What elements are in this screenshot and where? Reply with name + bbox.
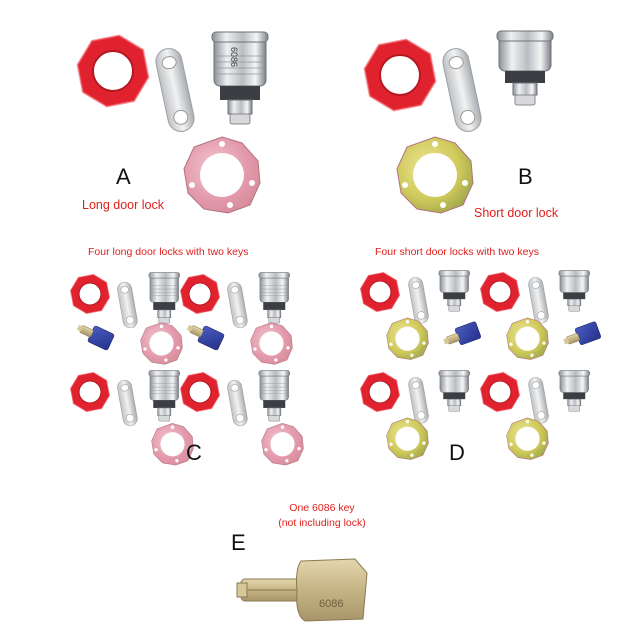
key-engraving: 6086 [319,598,343,610]
mounting-plate [183,136,261,214]
lock-kit-d-image [356,268,602,460]
caption-b: Short door lock [474,206,559,220]
panel-a: 6086 [60,20,290,230]
lock-kit-b-image [357,30,554,214]
panel-letter-b: B [518,164,533,189]
panel-letter-a: A [116,164,131,189]
caption-a: Long door lock [82,198,165,212]
cam-bar [440,45,484,135]
caption-d: Four short door locks with two keys [375,246,539,258]
red-washer [357,32,443,118]
lock-cylinder [496,30,554,106]
panel-d [345,262,602,462]
lock-cylinder [211,31,269,125]
mounting-plate [396,136,474,214]
red-washer [70,28,156,114]
key-6086: 6086 [236,558,368,622]
panel-e: 6086 [235,555,375,630]
panel-letter-c: C [186,440,202,465]
panel-c [60,262,304,466]
lock-kit-a-image: 6086 [70,28,269,214]
cylinder-engraving: 6086 [229,47,239,67]
caption-c: Four long door locks with two keys [88,246,249,258]
key-6086-image: 6086 [236,558,368,622]
cam-bar [153,45,197,135]
panel-letter-d: D [449,440,465,465]
caption-e-line1: One 6086 key [289,502,355,514]
caption-e-line2: (not including lock) [278,517,366,529]
lock-kit-c-image [66,270,304,466]
panel-b [340,20,570,220]
panel-letter-e: E [231,530,246,555]
